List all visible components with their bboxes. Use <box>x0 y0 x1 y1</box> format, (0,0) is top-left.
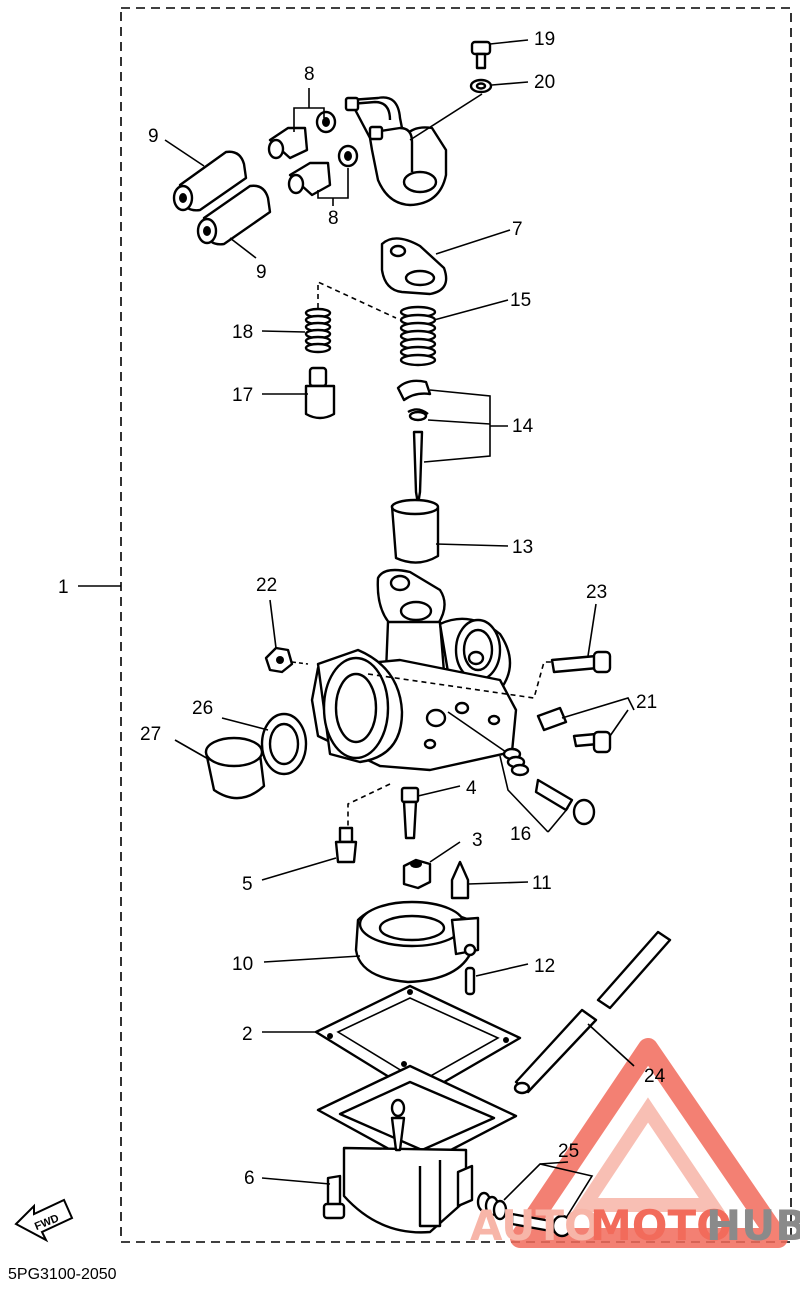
part-7-plate <box>380 237 448 296</box>
part-19-screw <box>470 40 492 70</box>
part-15-spring <box>399 305 437 367</box>
part-17-plunger <box>304 366 336 420</box>
label-8-top: 8 <box>304 64 315 85</box>
part-16-screw-set <box>502 747 596 826</box>
label-15: 15 <box>510 290 531 311</box>
label-25: 25 <box>558 1141 579 1162</box>
part-9-cap-b <box>196 184 272 246</box>
label-10: 10 <box>232 954 253 975</box>
part-26-ring <box>260 712 308 776</box>
label-3: 3 <box>472 830 483 851</box>
watermark-logo <box>510 1038 788 1248</box>
label-6: 6 <box>244 1168 255 1189</box>
label-8-bottom: 8 <box>328 208 339 229</box>
diagram-code: 5PG3100-2050 <box>8 1266 117 1283</box>
float-chamber <box>316 1064 518 1234</box>
part-27-boot <box>204 736 266 800</box>
label-9-bottom: 9 <box>256 262 267 283</box>
watermark-moto: MOTO <box>590 1201 732 1250</box>
assembly-boundary <box>120 7 792 1243</box>
label-21: 21 <box>636 692 657 713</box>
part-3-main-jet <box>402 858 432 890</box>
watermark-auto: AUTO <box>470 1201 600 1250</box>
part-8-nut-a <box>267 110 337 160</box>
label-5: 5 <box>242 874 253 895</box>
fwd-arrow-icon: FWD <box>14 1198 74 1243</box>
part-22-nut <box>264 646 294 674</box>
part-5-pilot-jet <box>334 826 358 864</box>
part-11-float-needle <box>450 860 470 900</box>
part-4-needle-jet <box>400 786 420 840</box>
watermark-text: AUTO MOTO HUB <box>470 1201 800 1250</box>
label-13: 13 <box>512 537 533 558</box>
part-8-nut-b <box>287 144 359 197</box>
starter-cap-assembly <box>344 96 448 207</box>
part-9-cap-a <box>172 150 248 212</box>
label-2: 2 <box>242 1024 253 1045</box>
part-24-hose <box>513 930 672 1095</box>
label-19: 19 <box>534 29 555 50</box>
part-6-screw <box>322 1174 346 1220</box>
leader-lines <box>78 39 635 1219</box>
part-23-bolt <box>550 650 612 674</box>
label-20: 20 <box>534 72 555 93</box>
label-17: 17 <box>232 385 253 406</box>
label-11: 11 <box>532 873 552 894</box>
part-14-needle-set <box>396 379 432 506</box>
part-labels: 19 20 8 9 8 7 9 15 18 17 14 13 1 22 23 2… <box>58 29 666 1189</box>
part-12-pin <box>464 966 476 996</box>
label-18: 18 <box>232 322 253 343</box>
watermark-hub: HUB <box>706 1201 800 1250</box>
part-20-washer <box>469 78 493 94</box>
label-7: 7 <box>512 219 523 240</box>
label-27: 27 <box>140 724 161 745</box>
label-14: 14 <box>512 416 534 437</box>
carburetor-body <box>310 568 518 772</box>
part-21-screw-set <box>536 706 612 754</box>
part-13-throttle-valve <box>390 498 440 564</box>
label-9-top: 9 <box>148 126 159 147</box>
label-1: 1 <box>58 577 69 598</box>
label-23: 23 <box>586 582 607 603</box>
label-12: 12 <box>534 956 555 977</box>
part-10-float <box>354 900 480 984</box>
label-22: 22 <box>256 575 277 596</box>
part-18-spring <box>304 307 332 354</box>
part-25-drain-screw <box>476 1191 573 1238</box>
label-16: 16 <box>510 824 531 845</box>
label-24: 24 <box>644 1066 666 1087</box>
label-4: 4 <box>466 778 477 799</box>
label-26: 26 <box>192 698 213 719</box>
